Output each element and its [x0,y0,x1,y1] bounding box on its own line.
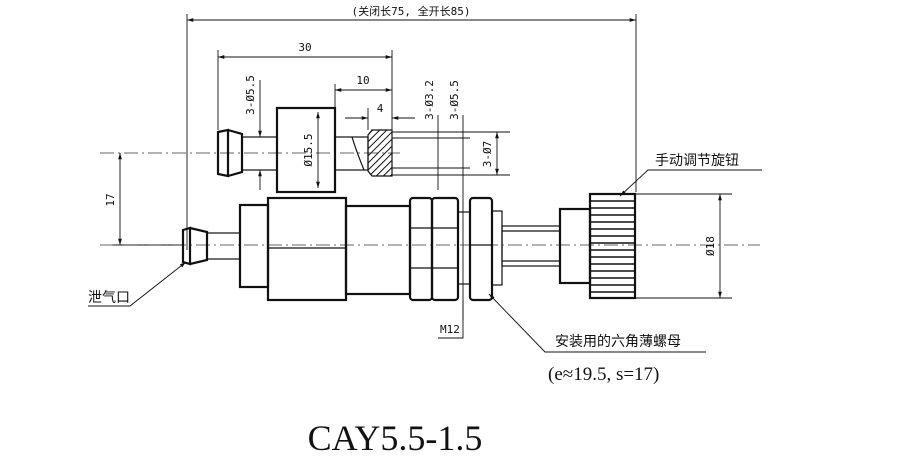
dimension-30-label: 30 [298,41,311,54]
port-od-label: 3-Ø7 [481,141,494,168]
thread-callout: M12 [438,300,464,339]
upper-view: Ø15.5 3-Ø5.5 3-Ø3.2 3-Ø5.5 3-Ø7 [100,75,510,320]
nut-label: 安装用的六角薄螺母 [555,334,681,350]
knob-diameter-label: Ø18 [704,236,717,256]
overall-length-label: (关闭长75, 全开长85) [352,4,471,18]
dimension-30: 30 10 4 [217,41,415,130]
side-view: Ø18 [100,192,760,302]
model-title: CAY5.5-1.5 [308,418,483,458]
right-port-label: 3-Ø5.5 [448,80,461,120]
knob [588,192,637,300]
vent-label: 泄气口 [88,290,130,306]
body-diameter-label: Ø15.5 [302,133,315,166]
dimension-4-label: 4 [377,102,384,115]
overall-length-dimension: (关闭长75, 全开长85) [186,4,637,250]
vent-callout: 泄气口 [88,261,187,307]
mid-port-label: 3-Ø3.2 [423,80,436,120]
thread-label: M12 [440,323,460,336]
dimension-17-label: 17 [104,193,117,206]
knob-callout: 手动调节旋钮 [619,153,762,197]
dimension-10-label: 10 [356,74,369,87]
left-port-label: 3-Ø5.5 [244,75,257,115]
dimension-17: 17 [104,153,183,246]
nut-callout: 安装用的六角薄螺母 (e≈19.5, s=17) [488,293,706,385]
nut-spec-label: (e≈19.5, s=17) [548,364,659,385]
knob-label: 手动调节旋钮 [655,153,739,169]
